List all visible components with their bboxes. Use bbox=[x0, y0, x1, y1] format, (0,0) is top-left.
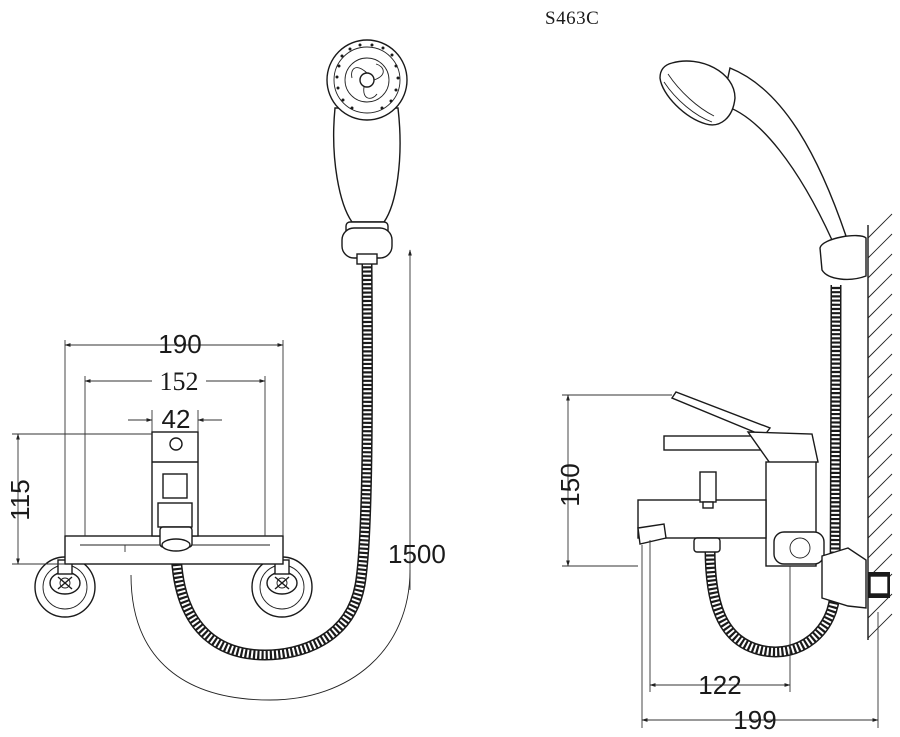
dim-label-1500: 1500 bbox=[388, 539, 446, 569]
dim-label-152: 152 bbox=[160, 367, 199, 396]
side-mixer bbox=[637, 391, 890, 609]
lever-arm bbox=[663, 435, 765, 451]
dim-label-190: 190 bbox=[158, 329, 201, 359]
dim-199: 199 bbox=[641, 545, 879, 735]
dim-150: 150 bbox=[555, 394, 672, 567]
side-hand-shower bbox=[659, 60, 867, 281]
dim-152: 152 bbox=[84, 367, 266, 536]
dim-label-122: 122 bbox=[698, 670, 741, 700]
hose-loop-arc bbox=[130, 569, 411, 701]
right-wall-flange bbox=[251, 556, 313, 618]
dim-42: 42 bbox=[128, 404, 222, 434]
model-code: S463C bbox=[545, 8, 599, 29]
left-wall-flange bbox=[34, 556, 96, 618]
dim-190: 190 bbox=[64, 329, 284, 536]
side-view: 150 122 199 bbox=[555, 60, 893, 735]
side-holder bbox=[819, 234, 867, 281]
dim-1500: 1500 bbox=[388, 249, 446, 590]
side-hose bbox=[704, 284, 842, 658]
dim-label-150: 150 bbox=[555, 463, 585, 506]
front-hose bbox=[170, 261, 373, 661]
lever-handle bbox=[670, 391, 772, 437]
side-flange bbox=[821, 547, 867, 609]
dim-115: 115 bbox=[5, 433, 152, 565]
dim-label-115: 115 bbox=[5, 479, 35, 520]
dim-122: 122 bbox=[649, 540, 791, 700]
dim-label-42: 42 bbox=[162, 404, 191, 434]
front-view: 190 152 42 115 1500 bbox=[5, 39, 446, 701]
dim-label-199: 199 bbox=[733, 705, 776, 735]
side-spout bbox=[637, 523, 667, 545]
hand-shower bbox=[326, 39, 408, 265]
diverter-knob bbox=[157, 502, 193, 528]
